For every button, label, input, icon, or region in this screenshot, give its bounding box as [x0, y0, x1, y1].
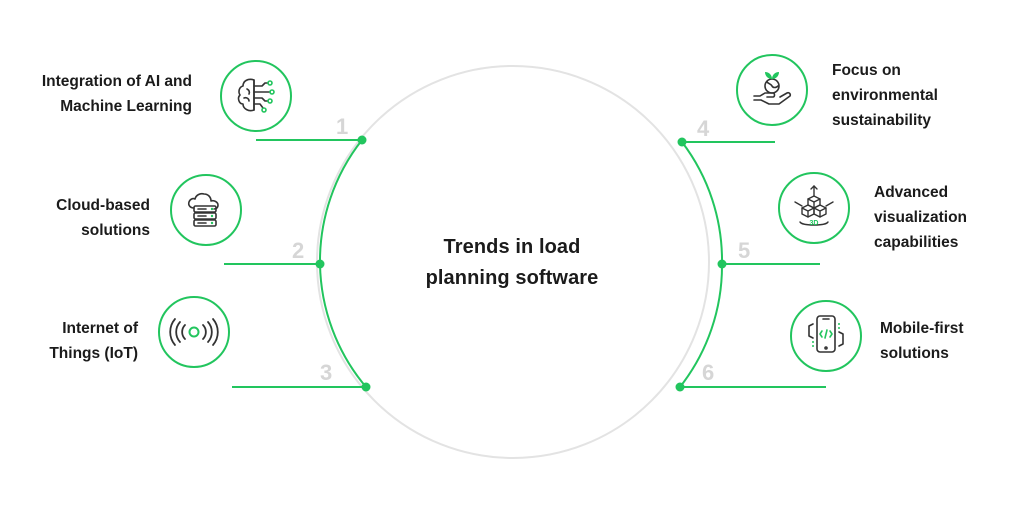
trend-icon-circle-1: [220, 60, 292, 132]
trend-label-5-line-1: Advanced: [874, 184, 949, 201]
trend-number-3: 3: [320, 360, 333, 385]
trend-label-6: Mobile-first solutions: [880, 316, 964, 366]
trend-label-3: Internet of Things (IoT): [49, 316, 138, 366]
mobile-code-icon: [808, 315, 844, 353]
trend-label-5: Advanced visualization capabilities: [874, 180, 967, 255]
trend-icon-circle-6: [790, 300, 862, 372]
arc-2-3: [319, 263, 367, 388]
trend-label-2: Cloud-based solutions: [56, 193, 150, 243]
arc-1-2: [318, 139, 363, 265]
trend-label-6-line-2: solutions: [880, 345, 949, 362]
trend-label-5-line-2: visualization: [874, 209, 968, 226]
wireless-signal-icon: [169, 318, 219, 346]
trend-label-6-line-1: Mobile-first: [880, 320, 964, 337]
trend-number-4: 4: [697, 116, 710, 141]
globe-hand-plant-icon: [753, 72, 792, 105]
trend-label-4-line-2: environmental: [832, 87, 938, 104]
node-dot-1: [357, 135, 367, 145]
brain-circuit-icon: [237, 78, 275, 113]
cloud-server-icon: [187, 192, 219, 227]
arc-4-5: [681, 141, 724, 265]
trend-label-4-line-3: sustainability: [832, 112, 932, 129]
3d-label: 3D: [810, 220, 819, 227]
trend-number-5: 5: [738, 238, 751, 263]
trend-icon-circle-3: [158, 296, 230, 368]
center-title: Trends in load planning software: [412, 232, 612, 294]
trend-number-1: 1: [336, 114, 349, 139]
node-dot-4: [677, 137, 687, 147]
trend-number-2: 2: [292, 238, 305, 263]
trend-icon-circle-4: [736, 54, 808, 126]
trend-label-1-line-1: Integration of AI and: [41, 73, 192, 90]
node-dot-5: [717, 259, 727, 269]
trend-label-2-line-2: solutions: [81, 222, 150, 239]
trend-label-3-line-2: Things (IoT): [49, 345, 138, 362]
trend-label-5-line-3: capabilities: [874, 234, 959, 251]
node-dot-3: [361, 382, 371, 392]
trend-number-6: 6: [702, 360, 715, 385]
trend-label-1-line-2: Machine Learning: [60, 98, 192, 115]
trend-icon-circle-2: [170, 174, 242, 246]
node-dot-2: [315, 259, 325, 269]
3d-cubes-icon: 3D: [794, 185, 834, 227]
center-title-line-1: Trends in load: [443, 236, 581, 258]
node-dot-6: [675, 382, 685, 392]
trend-label-1: Integration of AI and Machine Learning: [42, 69, 192, 119]
trend-label-4: Focus on environmental sustainability: [832, 58, 938, 133]
center-title-line-2: planning software: [425, 267, 599, 289]
trend-label-4-line-1: Focus on: [832, 62, 901, 79]
trend-label-2-line-1: Cloud-based: [56, 197, 150, 214]
trend-label-3-line-1: Internet of: [62, 320, 138, 337]
arc-5-6: [679, 263, 724, 388]
trend-icon-circle-5: 3D: [778, 172, 850, 244]
